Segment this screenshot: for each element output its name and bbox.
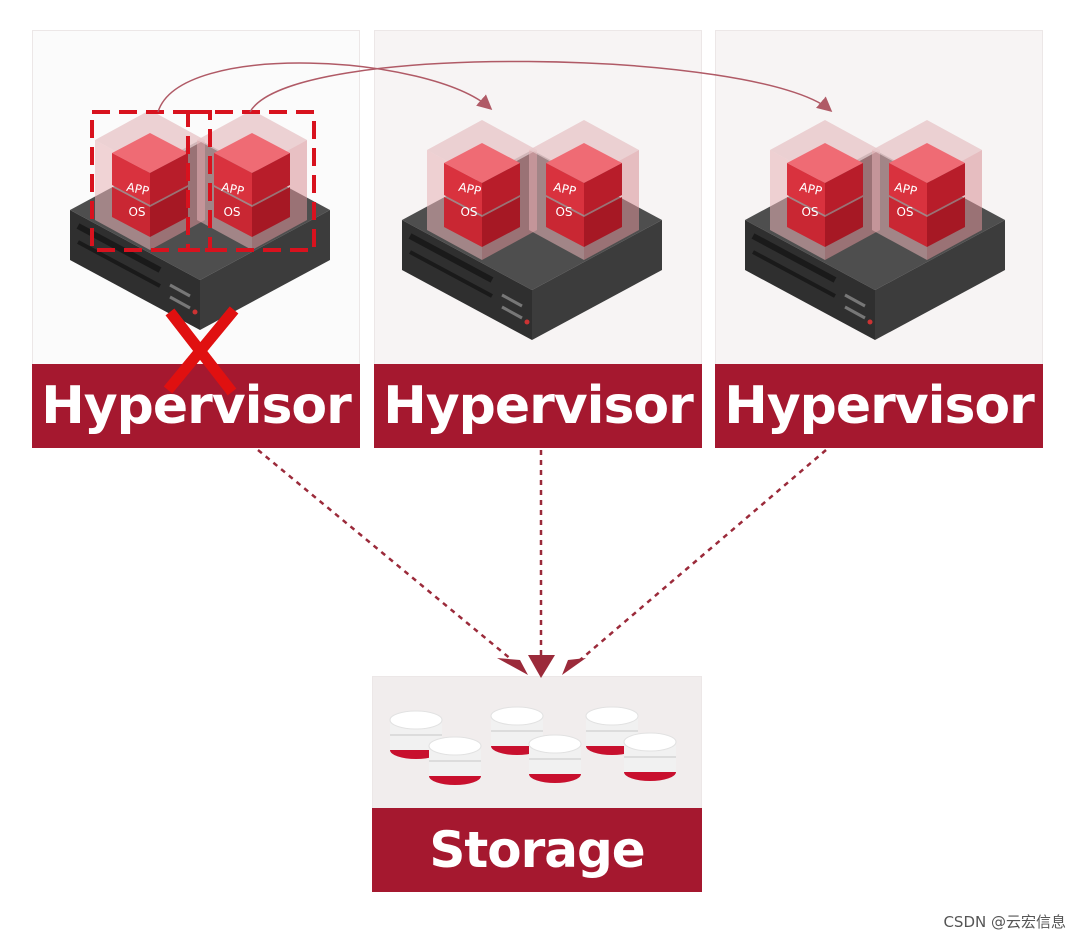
disk-icon	[428, 736, 482, 786]
hypervisor-label-1: Hypervisor	[32, 364, 360, 448]
vm-os-label: OS	[128, 205, 145, 219]
vm-app-label: APP	[125, 180, 150, 198]
storage-label: Storage	[372, 808, 702, 892]
storage-arrowhead-1	[497, 658, 528, 675]
vm-os-label: OS	[460, 205, 477, 219]
vm-app-label: APP	[220, 180, 245, 198]
storage-connector-3	[579, 449, 827, 661]
migration-arrow-to-host-2	[157, 62, 493, 113]
hypervisor-label-3: Hypervisor	[715, 364, 1043, 448]
vm-os-label: OS	[801, 205, 818, 219]
vm-icon-3b	[872, 120, 982, 260]
disk-icon	[623, 732, 677, 782]
vm-icon-2b	[529, 120, 639, 260]
vm-os-label: OS	[223, 205, 240, 219]
storage-arrowhead-2	[528, 655, 555, 678]
migrating-vm-outline-2	[186, 110, 316, 252]
vm-app-label: APP	[457, 180, 482, 198]
vm-app-label: APP	[552, 180, 577, 198]
vm-os-label: OS	[555, 205, 572, 219]
vm-icon-1b	[197, 110, 307, 250]
hypervisor-label-2: Hypervisor	[374, 364, 702, 448]
disk-icon	[528, 734, 582, 784]
migrating-vm-outline-1	[90, 110, 212, 252]
vm-app-label: APP	[893, 180, 918, 198]
vm-icon-2a	[427, 120, 537, 260]
migration-arrow-to-host-3	[249, 60, 833, 113]
vm-os-label: OS	[896, 205, 913, 219]
watermark: CSDN @云宏信息	[943, 913, 1066, 931]
storage-arrowhead-3	[562, 658, 586, 675]
vm-icon-3a	[770, 120, 880, 260]
storage-connector-1	[257, 449, 513, 661]
vm-app-label: APP	[798, 180, 823, 198]
